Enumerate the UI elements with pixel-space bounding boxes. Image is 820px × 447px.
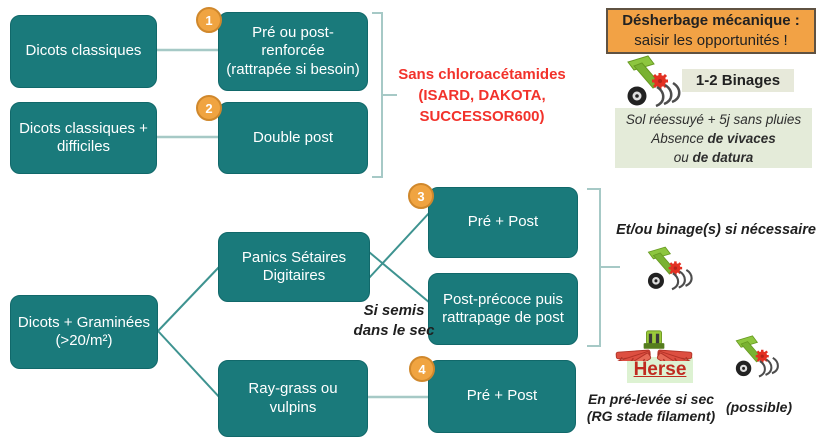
- mechanical-weeding-title: Désherbage mécanique : saisir les opport…: [606, 8, 816, 54]
- cross-to-postprecoce: [368, 251, 431, 304]
- cross-to-prepost3: [368, 211, 431, 279]
- node-pre-ou-post-renforcee: Pré ou post- renforcée (rattrapée si bes…: [218, 12, 368, 91]
- node-pre-post-4: Pré + Post: [428, 360, 576, 433]
- note-si-semis: Si semis dans le sec: [353, 302, 435, 339]
- node-double-post: Double post: [218, 102, 368, 174]
- node-dicots-difficiles: Dicots classiques + difficiles: [10, 102, 157, 174]
- branch-to-panics: [157, 265, 221, 332]
- step-badge-3: 3: [408, 183, 434, 209]
- condition-line2: Absence de vivaces: [651, 130, 776, 146]
- node-dicots-classiques: Dicots classiques: [10, 15, 157, 88]
- note-en-pre-levee: En pré-levée si sec (RG stade filament): [586, 391, 716, 424]
- binages-count-label: 1-2 Binages: [682, 69, 794, 92]
- step-badge-4: 4: [409, 356, 435, 382]
- note-sans-chloroacetamides: Sans chloroacétamides (ISARD, DAKOTA, SU…: [398, 66, 566, 125]
- node-panics-setaires: Panics Sétaires Digitaires: [218, 232, 370, 302]
- herse-label: Herse: [627, 357, 693, 383]
- condition-line3: ou de datura: [673, 149, 754, 165]
- step-badge-1: 1: [196, 7, 222, 33]
- soil-conditions-panel: Sol réessuyé + 5j sans pluies Absence de…: [615, 108, 812, 168]
- cultivator-icon: [627, 55, 681, 108]
- cultivator-icon: [647, 246, 693, 291]
- note-et-ou-binage: Et/ou binage(s) si nécessaire: [616, 222, 816, 238]
- note-possible: (possible): [725, 399, 793, 415]
- harrow-icon: [615, 330, 693, 361]
- node-post-precoce: Post-précoce puis rattrapage de post: [428, 273, 578, 345]
- bracket-middle-group: [587, 188, 620, 347]
- mechanical-title-line1: Désherbage mécanique :: [622, 12, 800, 29]
- branch-to-raygrass: [157, 330, 222, 400]
- node-ray-grass: Ray-grass ou vulpins: [218, 360, 368, 437]
- node-pre-post-3: Pré + Post: [428, 187, 578, 258]
- step-badge-2: 2: [196, 95, 222, 121]
- condition-line1: Sol réessuyé + 5j sans pluies: [625, 111, 802, 127]
- cultivator-icon: [735, 335, 779, 378]
- node-dicots-graminees: Dicots + Graminées (>20/m²): [10, 295, 158, 369]
- mechanical-title-line2: saisir les opportunités !: [634, 32, 788, 49]
